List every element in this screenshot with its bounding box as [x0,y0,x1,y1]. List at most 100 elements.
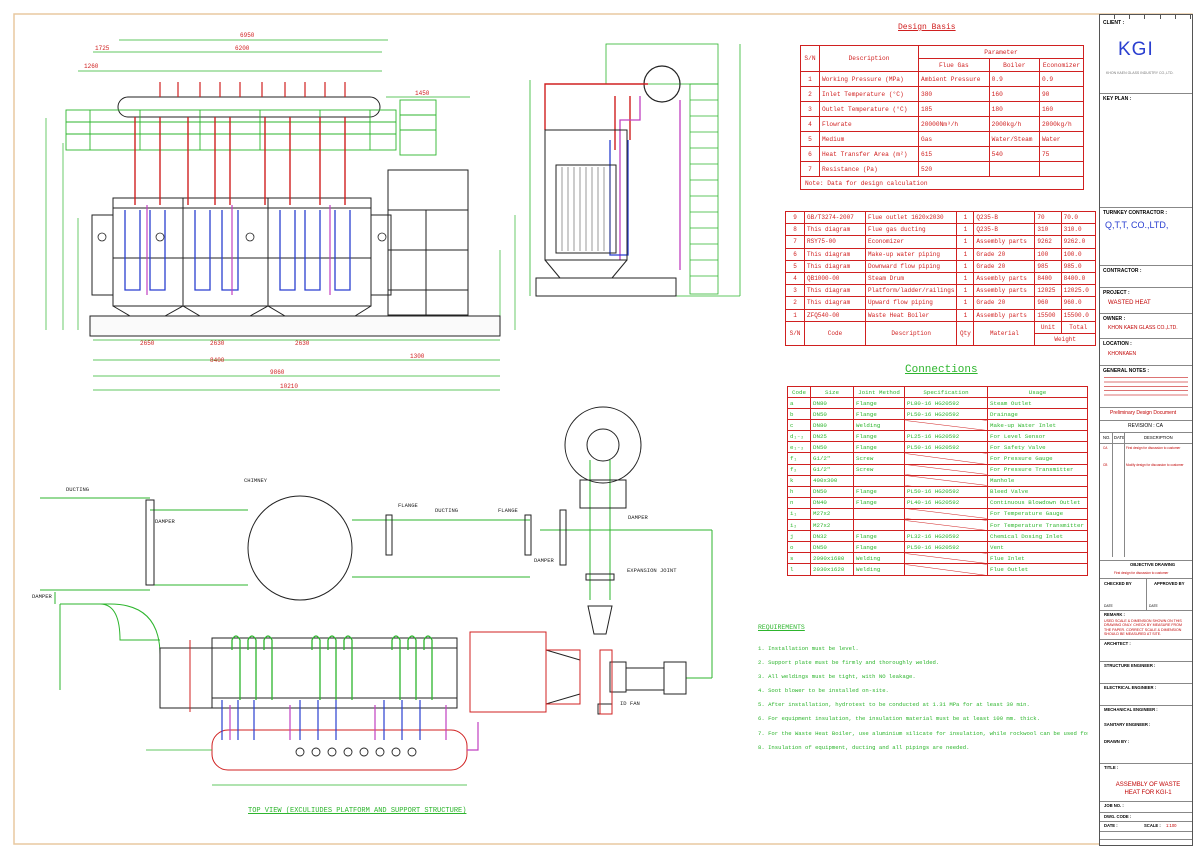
db-cell-econ: 160 [1038,101,1085,117]
bom-cell-code: QB1000-00 [804,271,866,286]
bom-cell-unit: 985 [1034,259,1062,273]
conn-h-size: Size [810,386,854,398]
bom-cell-sn: 7 [785,235,805,249]
top-view-caption: TOP VIEW (EXCULIUDES PLATFORM AND SUPPOR… [248,807,467,815]
bom-cell-sn: 9 [785,210,805,225]
db-cell-econ: 2000kg/h [1038,116,1085,132]
conn-cell-usage: Bleed Valve [987,485,1088,498]
bom-h-mat: Material [973,320,1036,346]
db-cell-sn: 6 [800,146,820,162]
tb-date-label-2: DATE [1149,604,1158,608]
tb-sanitary-label: SANITARY ENGINEER : [1104,722,1151,727]
conn-cell-code: h [787,485,811,498]
svg-text:1725: 1725 [95,45,110,52]
design-basis-title: Design Basis [898,23,956,32]
conn-cell-code: d₁₋₂ [787,430,811,443]
bom-cell-qty: 1 [956,308,975,322]
conn-cell-spec [904,474,988,487]
db-cell-econ [1038,161,1085,177]
bom-cell-desc: Economizer [864,235,958,249]
svg-text:1260: 1260 [84,63,99,70]
tb-title-text: ASSEMBLY OF WASTE HEAT FOR KGI-1 [1115,782,1181,796]
tb-general-notes-label: GENERAL NOTES : [1103,368,1150,374]
bom-cell-unit: 100 [1034,247,1062,261]
connections-table: Code Size Joint Method Specification Usa… [787,386,1088,576]
bom-cell-desc: Platform/ladder/railings [864,284,958,298]
bom-cell-mat: Grade 20 [973,247,1036,261]
conn-cell-joint: Flange [853,430,905,443]
conn-cell-spec: PL32-16 HG20592 [904,530,988,543]
conn-cell-spec: PL80-16 HG20592 [904,396,988,410]
conn-cell-spec [904,552,988,565]
conn-cell-joint: Flange [853,530,905,543]
conn-cell-size: DN25 [810,430,854,443]
db-cell-boiler: 180 [988,101,1040,117]
tb-remark-text: USED SCALE & DIMENSION SHOWN ON THIS DRA… [1104,619,1182,637]
db-cell-sn: 7 [800,161,820,177]
svg-text:8400: 8400 [210,357,225,364]
client-logo: KGI [1118,39,1154,60]
requirement-item: 3. All weldings must be tight, with NO l… [758,673,916,681]
svg-text:9860: 9860 [270,369,285,376]
bom-cell-sn: 1 [785,308,805,322]
sheet-number-cell: 03 [1176,15,1191,19]
label-damper-3: DAMPER [628,514,648,521]
tb-job-label: JOB NO. : [1104,803,1124,808]
bom-cell-mat: Grade 20 [973,259,1036,273]
conn-cell-usage: For Safety Valve [987,441,1088,454]
db-cell-boiler: 0.9 [988,71,1040,87]
conn-cell-joint: Welding [853,563,905,576]
conn-cell-usage: For Pressure Transmitter [987,463,1088,476]
tb-rev-row-1-no: CA [1103,446,1108,450]
tb-owner-name: KHON KAEN GLASS CO.,LTD. [1108,325,1178,331]
bom-cell-qty: 1 [956,259,975,273]
db-h-econ: Economizer [1038,58,1085,72]
tb-owner-label: OWNER : [1103,316,1126,322]
label-flange-2: FLANGE [498,507,518,514]
label-chimney: CHIMNEY [244,477,268,484]
conn-cell-size: DN50 [810,485,854,498]
tb-structure-label: STRUCTURE ENGINEER : [1104,663,1156,668]
conn-cell-usage: For Pressure Gauge [987,452,1088,465]
conn-cell-code: f₂ [787,463,811,476]
conn-cell-size: DN50 [810,408,854,421]
db-cell-flue: Ambient Pressure [918,71,990,87]
conn-h-spec: Specification [904,386,988,398]
design-basis-table: S/N Description Parameter Flue Gas Boile… [800,45,1085,190]
bom-h-desc: Description [864,320,958,346]
connections-title: Connections [905,364,978,376]
tb-remark-label: REMARK : [1104,612,1125,617]
label-flange-1: FLANGE [398,502,418,509]
bom-cell-desc: Make-up water piping [864,247,958,261]
tb-title-label: TITLE : [1104,765,1119,770]
conn-cell-joint: Flange [853,408,905,421]
svg-text:6200: 6200 [235,45,250,52]
label-id-fan: ID FAN [620,700,640,707]
bom-cell-qty: 1 [956,296,975,310]
label-expansion-joint: EXPANSION JOINT [627,567,677,574]
db-h-flue: Flue Gas [918,58,990,72]
tb-rev-h-desc: DESCRIPTION [1144,435,1173,440]
conn-cell-usage: Vent [987,541,1088,554]
conn-cell-spec: PL50-16 HG20592 [904,441,988,454]
db-cell-econ: Water [1038,131,1085,147]
conn-cell-code: i₂ [787,519,811,532]
tb-mechanical-label: MECHANICAL ENGINEER : [1104,707,1158,712]
requirements-list: 1. Installation must be level.2. Support… [758,642,1088,755]
conn-cell-code: k [787,474,811,487]
conn-cell-size: 2090x1680 [810,552,854,565]
conn-cell-spec [904,463,988,476]
bom-cell-sn: 6 [785,247,805,261]
